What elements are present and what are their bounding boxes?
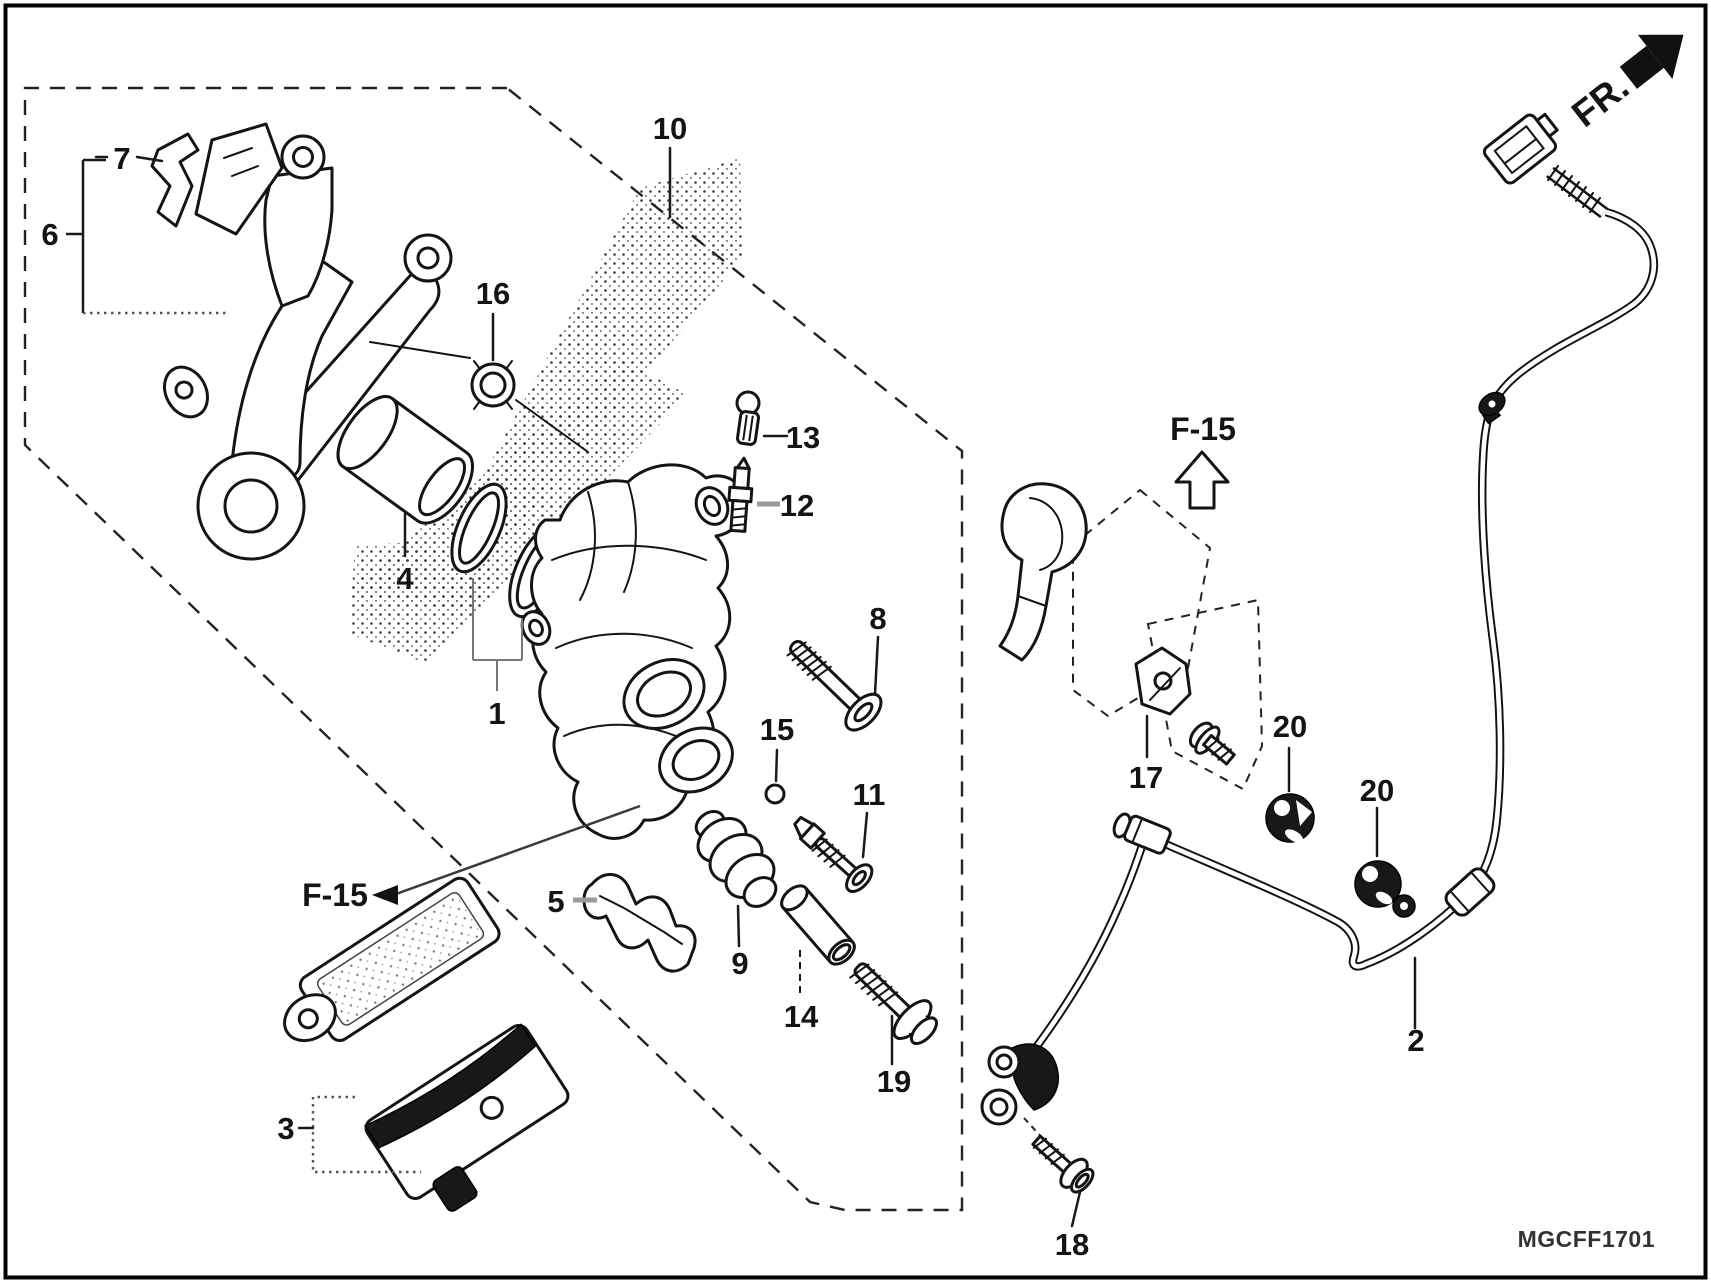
diagram-code: MGCFF1701 [1518, 1226, 1655, 1252]
f15-up-arrow-icon [1174, 450, 1230, 510]
pad-spring [582, 873, 697, 973]
callout-8: 8 [869, 601, 886, 636]
wire-clip [1478, 391, 1506, 425]
callout-17: 17 [1129, 760, 1163, 795]
page-border [3, 3, 1708, 1280]
assembly-boundary [23, 86, 964, 1212]
callout-11: 11 [853, 777, 886, 812]
brake-pad-outer [363, 1023, 570, 1212]
pin-boot [694, 810, 778, 908]
clamp-bolt-boundary [1146, 598, 1264, 791]
f15-left-pointer-icon [372, 885, 398, 905]
callout-15: 15 [760, 712, 794, 747]
leader-7 [94, 155, 164, 163]
f15-right-label: F-15 [1170, 411, 1236, 447]
corrugated-tube [1546, 165, 1608, 219]
leader-15 [774, 748, 779, 783]
fr-arrow-head-icon [1637, 34, 1684, 79]
leader-9 [736, 904, 741, 948]
callout-2: 2 [1407, 1023, 1424, 1058]
callout-1: 1 [488, 696, 505, 731]
callout-10: 10 [653, 111, 687, 146]
cap-mount-line [369, 341, 589, 453]
leader-3-bracket [311, 1095, 421, 1174]
callout-18: 18 [1055, 1227, 1089, 1262]
caliper-bracket [163, 122, 453, 561]
wire-sleeve [1444, 867, 1496, 917]
f15-ref-right: F-15 [1170, 411, 1236, 510]
caliper-body [520, 463, 746, 840]
callout-19: 19 [877, 1064, 911, 1099]
callout-9: 9 [731, 946, 748, 981]
callout-14: 14 [784, 999, 819, 1034]
wire-connector [1482, 112, 1559, 185]
wire-grommet-1 [1265, 793, 1315, 843]
slide-pin-lower [793, 815, 874, 893]
callout-12: 12 [780, 488, 814, 523]
mount-bolt [849, 962, 938, 1046]
wire-ferrule [1112, 812, 1172, 855]
callout-6: 6 [41, 217, 58, 252]
leader-8 [873, 635, 880, 696]
fr-label: FR. [1564, 66, 1636, 135]
leader-lines [66, 146, 1417, 1228]
leader-6 [66, 158, 106, 313]
callout-20a: 20 [1273, 709, 1307, 744]
wire-clamp [998, 482, 1088, 662]
fr-direction: FR. [1564, 34, 1684, 135]
leader-11 [861, 811, 869, 859]
bleed-valve [727, 456, 754, 533]
f15-left-leader [395, 804, 641, 896]
callout-20b: 20 [1360, 773, 1394, 808]
f15-ref-left: F-15 [302, 804, 641, 913]
brake-pad-inner [283, 876, 501, 1043]
abs-sensor-wire [1018, 207, 1659, 1069]
bleed-valve-cap [735, 390, 761, 446]
callout-5: 5 [547, 884, 564, 919]
sensor-bolt [1031, 1134, 1095, 1194]
callout-3: 3 [277, 1111, 294, 1146]
wire-grommet-2 [1354, 860, 1416, 918]
callout-13: 13 [786, 420, 820, 455]
piston [336, 395, 474, 525]
callouts: 1 2 3 4 5 6 7 8 9 10 11 12 13 14 15 16 1… [41, 111, 1424, 1262]
leader-1 [472, 578, 523, 691]
retainer-ring [764, 783, 786, 805]
leader-18 [1070, 1190, 1082, 1228]
slide-pin-upper [786, 639, 883, 732]
callout-4: 4 [396, 561, 414, 596]
clamp-bracket [1134, 646, 1192, 716]
callout-7: 7 [113, 141, 130, 176]
pin-sleeve [780, 884, 856, 966]
pad-clip [150, 132, 200, 228]
f15-left-label: F-15 [302, 877, 368, 913]
wheel-speed-sensor [980, 1043, 1059, 1143]
callout-16: 16 [476, 276, 510, 311]
fr-arrow-icon [1619, 45, 1664, 89]
clamp-bolt [1188, 721, 1236, 766]
piston-cap [470, 360, 516, 410]
